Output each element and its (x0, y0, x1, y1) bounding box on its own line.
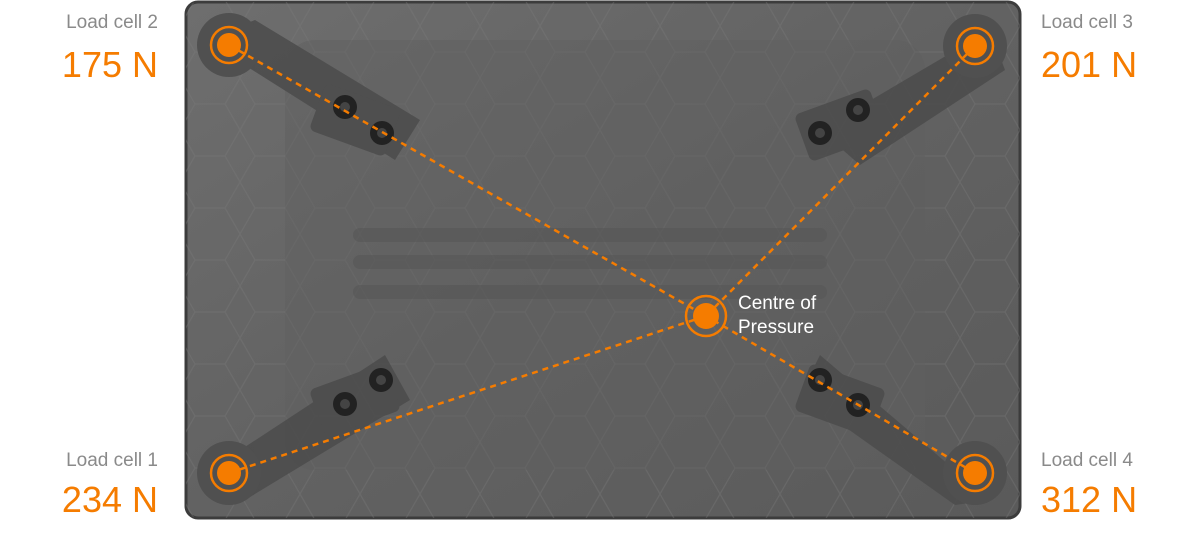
load-cell-4-value: 312 N (1041, 479, 1138, 520)
load-cell-2-marker (209, 25, 249, 65)
load-cell-2-label: Load cell 2 (66, 12, 158, 33)
load-cell-1-marker (209, 453, 249, 493)
centre-of-pressure-marker (684, 294, 728, 338)
load-cell-3-label: Load cell 3 (1041, 12, 1133, 33)
load-cell-4-marker (955, 453, 995, 493)
plate-channel (353, 228, 827, 299)
load-cell-4-label: Load cell 4 (1041, 450, 1133, 471)
load-cell-1-label: Load cell 1 (66, 450, 158, 471)
centre-of-pressure-label: Centre of Pressure (738, 292, 816, 340)
load-cell-3-value: 201 N (1041, 44, 1138, 85)
force-lines (228, 43, 976, 475)
line-cell-2 (228, 43, 707, 318)
line-cell-1 (228, 314, 707, 475)
load-cell-1-value: 234 N (61, 479, 158, 520)
line-cell-4 (705, 314, 976, 475)
load-cell-2-value: 175 N (61, 44, 158, 85)
cop-label-line-2: Pressure (738, 317, 815, 338)
line-cell-3 (705, 45, 976, 317)
cop-label-line-1: Centre of (738, 293, 817, 314)
load-cell-3-marker (955, 26, 995, 66)
